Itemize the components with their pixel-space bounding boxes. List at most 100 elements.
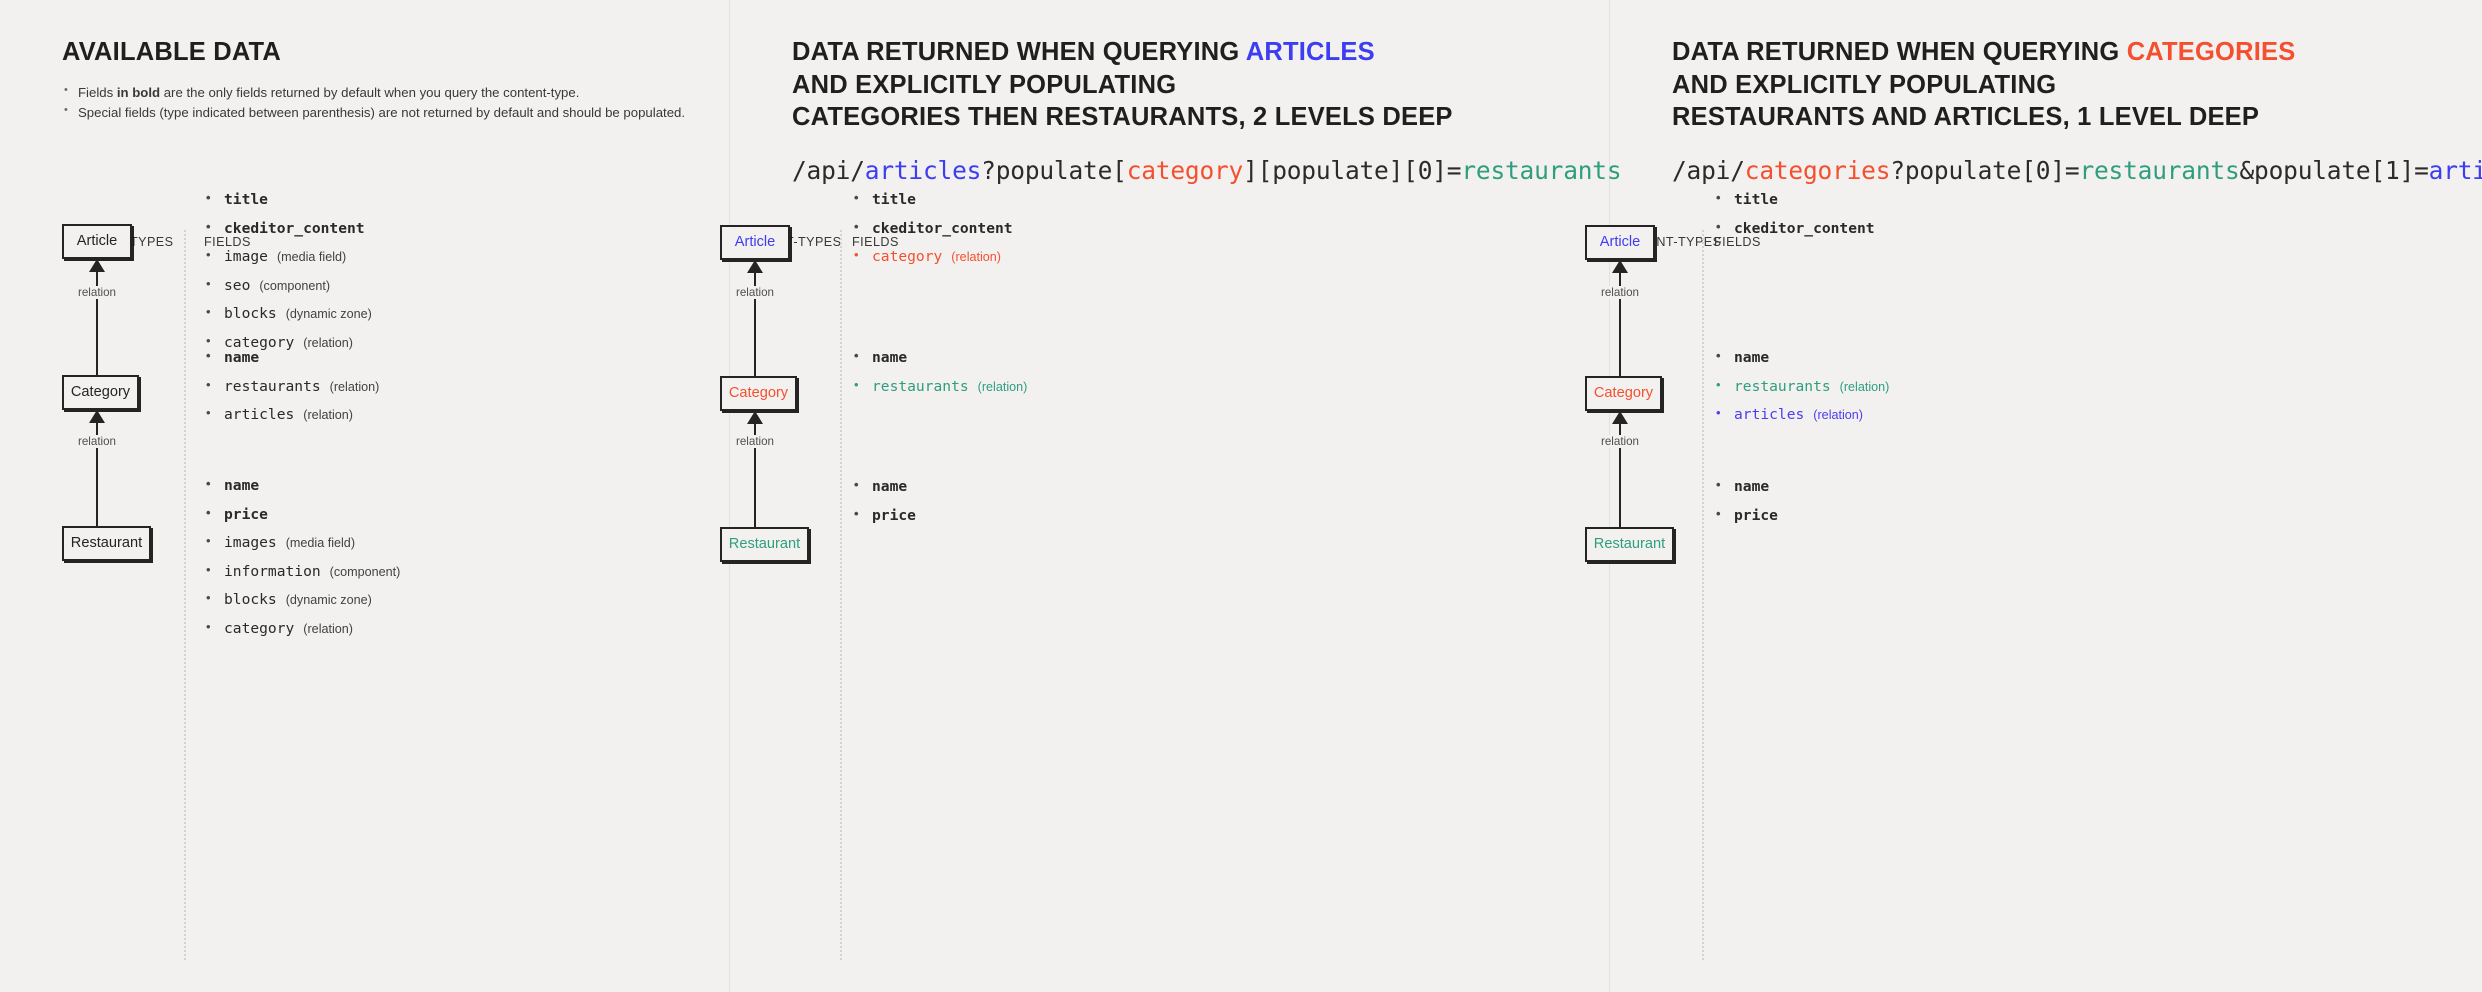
fields-restaurant: name price	[852, 474, 916, 531]
panel-querying-articles: DATA RETURNED WHEN QUERYING ARTICLES AND…	[720, 0, 1622, 992]
field-type: (media field)	[285, 536, 356, 551]
node-category[interactable]: Category	[1585, 376, 1662, 411]
endpoint-part: articles	[2428, 155, 2482, 185]
title-line3: RESTAURANTS AND ARTICLES, 1 LEVEL DEEP	[1672, 103, 2260, 132]
fields-article-list: title ckeditor_content category(relation…	[852, 187, 1013, 269]
field-row: blocks (dynamic zone)	[204, 301, 372, 326]
panel-divider-1	[729, 0, 730, 992]
endpoint-url-articles: /api/articles?populate[category][populat…	[792, 155, 1622, 185]
connector-article-category	[1619, 260, 1621, 410]
field-name: title	[872, 191, 916, 208]
fields-category-list: name restaurants(relation) articles (rela…	[204, 345, 379, 427]
field-type: (relation)	[303, 408, 353, 423]
panel-2-title: DATA RETURNED WHEN QUERYING ARTICLES AND…	[792, 36, 1619, 134]
fields-restaurant-list: name price	[1714, 474, 1778, 528]
fields-category-list: name restaurants(relation) articles(rela…	[1714, 345, 1889, 427]
field-row: information (component)	[204, 559, 400, 584]
endpoint-part: restaurants	[2079, 155, 2240, 185]
note-2-text: Special fields (type indicated between p…	[78, 104, 686, 120]
node-article[interactable]: Article	[62, 224, 132, 259]
fields-restaurant: name price images(media field) informati…	[204, 473, 400, 645]
field-type: (media field)	[276, 250, 347, 265]
field-type: (component)	[259, 278, 331, 293]
field-name: restaurants	[1734, 377, 1831, 395]
endpoint-part: /api/	[1672, 155, 1745, 185]
field-row: blocks (dynamic zone)	[204, 587, 400, 612]
node-restaurant[interactable]: Restaurant	[1585, 527, 1674, 562]
arrowhead-up-to-article	[89, 259, 105, 272]
field-name: ckeditor_content	[224, 219, 365, 237]
column-divider-dotted	[840, 230, 842, 960]
field-row: price	[204, 502, 400, 527]
relation-label-1: relation	[1596, 286, 1644, 299]
fields-restaurant: name price	[1714, 474, 1778, 531]
note-1-pre: Fields	[78, 84, 117, 100]
column-divider-dotted	[184, 230, 186, 960]
connector-article-category	[754, 260, 756, 410]
fields-article: title ckeditor_content category(relation…	[852, 187, 1013, 273]
field-name: title	[1734, 191, 1778, 208]
node-category[interactable]: Category	[720, 376, 797, 411]
field-row: price	[1714, 503, 1778, 528]
node-article-label: Article	[734, 234, 776, 251]
node-restaurant-label: Restaurant	[728, 536, 801, 553]
field-name: articles	[1734, 406, 1805, 424]
field-row: name	[852, 345, 1027, 370]
connector-category-restaurant	[754, 411, 756, 561]
endpoint-url-categories: /api/categories?populate[0]=restaurants&…	[1672, 156, 2482, 185]
fields-article-list: title ckeditor_content image(media field…	[204, 187, 372, 355]
title-line1-pre: DATA RETURNED WHEN QUERYING	[792, 38, 1246, 66]
field-row: articles(relation)	[1714, 402, 1889, 427]
field-name: name	[1734, 478, 1770, 495]
arrowhead-up-to-article	[1612, 260, 1628, 273]
node-restaurant[interactable]: Restaurant	[62, 526, 151, 561]
field-row: restaurants(relation)	[852, 374, 1027, 399]
node-article[interactable]: Article	[1585, 225, 1655, 260]
field-name: blocks	[224, 305, 277, 323]
field-row: restaurants(relation)	[204, 374, 379, 399]
panel-querying-categories: DATA RETURNED WHEN QUERYING CATEGORIES A…	[1585, 0, 2482, 992]
node-restaurant[interactable]: Restaurant	[720, 527, 809, 562]
column-divider-dotted	[1702, 230, 1704, 960]
panel-3-header: DATA RETURNED WHEN QUERYING CATEGORIES A…	[1672, 36, 2482, 185]
field-name: category	[872, 248, 943, 266]
connector-article-category	[96, 259, 98, 409]
field-type: (dynamic zone)	[285, 593, 372, 608]
field-type: (relation)	[977, 379, 1028, 394]
field-name: price	[224, 505, 268, 523]
field-row: name	[852, 474, 916, 499]
field-type: (component)	[329, 564, 401, 579]
fields-article-list: title ckeditor_content	[1714, 187, 1875, 241]
note-1-post: are the only fields returned by default …	[160, 84, 580, 100]
title-line1-accent: CATEGORIES	[2126, 38, 2296, 66]
endpoint-part: &populate[1]=	[2239, 155, 2429, 185]
field-name: name	[872, 349, 908, 366]
node-category[interactable]: Category	[62, 375, 139, 410]
node-article[interactable]: Article	[720, 225, 790, 260]
endpoint-part: category	[1126, 155, 1244, 185]
node-restaurant-label: Restaurant	[1593, 536, 1666, 553]
node-article-label: Article	[76, 233, 118, 250]
field-name: information	[224, 562, 321, 580]
title-line2: AND EXPLICITLY POPULATING	[792, 70, 1177, 99]
node-category-label: Category	[70, 384, 131, 401]
field-type: (dynamic zone)	[285, 307, 372, 322]
arrowhead-up-to-category	[89, 410, 105, 423]
page-title-text: AVAILABLE DATA	[62, 38, 282, 66]
field-name: name	[224, 349, 260, 366]
field-name: blocks	[224, 591, 277, 609]
relation-label-1: relation	[73, 286, 121, 299]
title-line2: AND EXPLICITLY POPULATING	[1672, 70, 2057, 99]
field-type: (relation)	[329, 379, 380, 394]
field-row: title	[204, 187, 372, 212]
note-item-2: Special fields (type indicated between p…	[62, 102, 748, 123]
field-name: articles	[224, 406, 295, 424]
endpoint-part: articles	[864, 155, 982, 185]
panel-2-header: DATA RETURNED WHEN QUERYING ARTICLES AND…	[792, 36, 1622, 185]
connector-category-restaurant	[1619, 411, 1621, 561]
field-row: seo(component)	[204, 273, 372, 298]
panel-3-columns: CONTENT-TYPES FIELDS Article relation Ca…	[1585, 187, 2482, 992]
fields-restaurant-list: name price	[852, 474, 916, 528]
field-row: price	[852, 503, 916, 528]
node-restaurant-label: Restaurant	[70, 535, 143, 552]
